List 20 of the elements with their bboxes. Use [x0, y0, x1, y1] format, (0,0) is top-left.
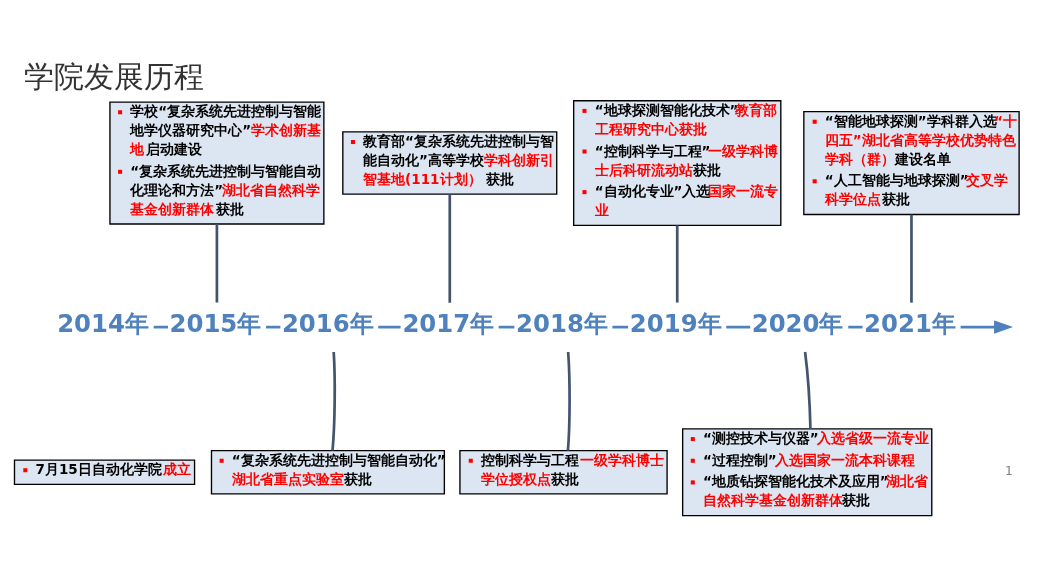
node-text: 2015年	[169, 308, 262, 338]
node-text: 2020年	[751, 308, 844, 338]
connector	[215, 224, 219, 303]
node-text: 2014年	[57, 308, 149, 338]
node-text: 2017年	[402, 308, 495, 338]
node-text: 2019年	[629, 308, 722, 338]
node-text: 2016年	[281, 308, 374, 338]
connector	[448, 194, 452, 303]
label: 1	[1005, 464, 1013, 479]
connector	[803, 351, 812, 429]
arrow	[960, 320, 1014, 334]
connector	[566, 351, 571, 451]
diagram-title: 学院发展历程	[24, 58, 205, 94]
connector	[331, 351, 337, 451]
node-text: 2018年	[516, 308, 608, 338]
node-text: 2021年	[864, 308, 956, 338]
connector	[910, 214, 913, 303]
connector	[378, 325, 401, 329]
connector	[726, 325, 751, 329]
connector	[675, 225, 679, 303]
